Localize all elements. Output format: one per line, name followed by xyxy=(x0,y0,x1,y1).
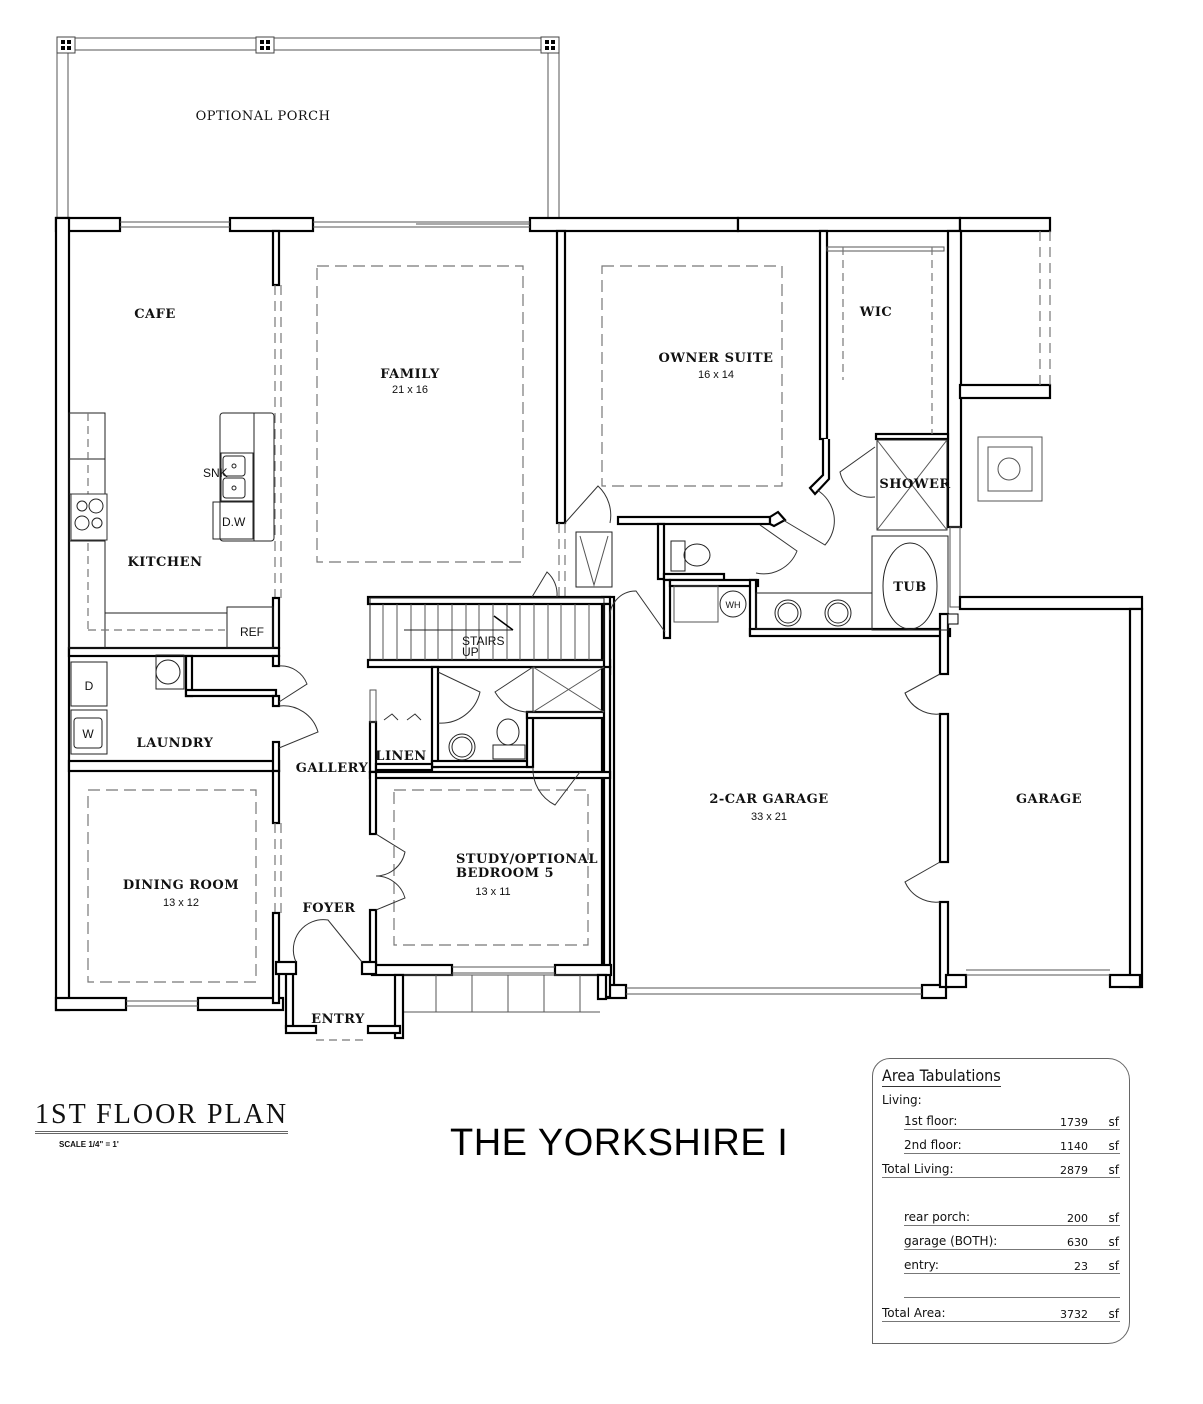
area-row-label: 1st floor: xyxy=(904,1114,958,1128)
area-row-unit: sf xyxy=(1108,1163,1119,1177)
area-row-value: 1739 xyxy=(1060,1116,1088,1129)
area-row-value: 1140 xyxy=(1060,1140,1088,1153)
room-label-gallery: GALLERY xyxy=(296,761,369,776)
column-icon xyxy=(255,36,275,54)
area-row: Total Living: 2879 sf xyxy=(882,1159,1120,1178)
area-row: 2nd floor: 1140 sf xyxy=(904,1135,1120,1154)
area-row-unit: sf xyxy=(1108,1235,1119,1249)
room-labels: CAFE FAMILY 21 x 16 OWNER SUITE 16 x 14 … xyxy=(123,305,1082,1027)
stairs-label-line1: STAIRS xyxy=(462,634,504,648)
room-label-family: FAMILY xyxy=(380,367,440,382)
room-label-entry: ENTRY xyxy=(311,1012,365,1027)
lavatory-icon xyxy=(448,733,476,761)
column-icon xyxy=(56,36,76,54)
area-row: 1st floor: 1739 sf xyxy=(904,1111,1120,1130)
room-label-kitchen: KITCHEN xyxy=(128,555,203,570)
dishwasher-label: D.W xyxy=(222,515,246,529)
room-dims-study: 13 x 11 xyxy=(475,886,510,898)
project-name: THE YORKSHIRE I xyxy=(450,1122,789,1164)
area-row-label: Total Area: xyxy=(882,1306,946,1320)
room-dims-owner-suite: 16 x 14 xyxy=(698,369,734,381)
optional-porch: OPTIONAL PORCH xyxy=(56,36,560,218)
area-row-unit: sf xyxy=(1108,1259,1119,1273)
toilet-icon xyxy=(492,718,526,760)
area-row-value: 630 xyxy=(1067,1236,1088,1249)
area-tabulations-box: Area Tabulations Living: 1st floor: 1739… xyxy=(872,1058,1130,1344)
area-row-value: 2879 xyxy=(1060,1164,1088,1177)
water-heater-label: WH xyxy=(726,600,741,610)
area-row-label: rear porch: xyxy=(904,1210,971,1224)
room-label-owner-suite: OWNER SUITE xyxy=(659,351,774,366)
area-row-value: 200 xyxy=(1067,1212,1088,1225)
ac-unit-icon xyxy=(977,436,1043,502)
area-row-unit: sf xyxy=(1108,1115,1119,1129)
area-row-label: 2nd floor: xyxy=(904,1138,962,1152)
lavatory-icon xyxy=(774,599,802,627)
plan-scale: SCALE 1/4" = 1' xyxy=(59,1140,119,1149)
room-label-dining-room: DINING ROOM xyxy=(123,878,239,893)
living-heading: Living: xyxy=(882,1093,922,1107)
room-label-garage: GARAGE xyxy=(1016,792,1082,807)
sink-icon xyxy=(220,452,254,502)
tub-icon xyxy=(882,542,938,630)
area-row-blank xyxy=(904,1279,1120,1298)
area-row: entry: 23 sf xyxy=(904,1255,1120,1274)
room-label-laundry: LAUNDRY xyxy=(137,736,214,751)
cooktop-icon xyxy=(70,493,108,541)
laundry-fixtures: D W xyxy=(70,654,185,755)
room-label-optional-porch: OPTIONAL PORCH xyxy=(196,109,331,124)
room-label-foyer: FOYER xyxy=(302,901,355,916)
plan-title-block: 1ST FLOOR PLAN SCALE 1/4" = 1' xyxy=(35,1100,289,1149)
area-row-unit: sf xyxy=(1108,1211,1119,1225)
area-row: garage (BOTH): 630 sf xyxy=(904,1231,1120,1250)
utility-sink-icon xyxy=(155,654,185,690)
room-label-study-line1: STUDY/OPTIONAL xyxy=(456,852,598,867)
dryer-label: D xyxy=(85,679,94,693)
ref-label: REF xyxy=(240,625,264,639)
area-row-total: Total Area: 3732 sf xyxy=(882,1303,1120,1322)
room-label-study-line2: BEDROOM 5 xyxy=(456,866,554,881)
stairs: STAIRS UP xyxy=(369,597,605,661)
area-row-label: Total Living: xyxy=(882,1162,954,1176)
area-row-label: entry: xyxy=(904,1258,939,1272)
room-label-2-car-garage: 2-CAR GARAGE xyxy=(709,792,828,807)
stairs-label-line2: UP xyxy=(462,645,479,659)
area-row-value: 3732 xyxy=(1060,1308,1088,1321)
washer-label: W xyxy=(82,727,94,741)
owner-bath-fixtures: WH xyxy=(575,246,1043,631)
room-label-shower: SHOWER xyxy=(879,477,950,492)
area-row-label: garage (BOTH): xyxy=(904,1234,998,1248)
kitchen-fixtures: REF SNK D.W xyxy=(68,412,275,649)
lavatory-icon xyxy=(824,599,852,627)
area-row: rear porch: 200 sf xyxy=(904,1207,1120,1226)
room-label-cafe: CAFE xyxy=(134,307,176,322)
area-tabulations-title: Area Tabulations xyxy=(882,1066,1001,1087)
room-label-tub: TUB xyxy=(893,580,927,595)
water-heater-icon: WH xyxy=(719,590,747,618)
toilet-icon xyxy=(670,540,711,572)
hall-bath-fixtures xyxy=(448,666,605,761)
plan-title: 1ST FLOOR PLAN xyxy=(35,1100,289,1134)
room-dims-dining-room: 13 x 12 xyxy=(163,897,199,909)
room-outlines xyxy=(87,265,783,983)
area-row-unit: sf xyxy=(1108,1139,1119,1153)
area-row-value: 23 xyxy=(1074,1260,1088,1273)
sink-label: SNK xyxy=(203,466,228,480)
door-swings xyxy=(278,446,941,963)
room-dims-family: 21 x 16 xyxy=(392,384,428,396)
column-icon xyxy=(540,36,560,54)
room-label-wic: WIC xyxy=(859,305,893,320)
room-dims-2-car-garage: 33 x 21 xyxy=(751,811,787,823)
walls xyxy=(54,216,1144,1041)
room-label-linen: LINEN xyxy=(375,749,426,764)
area-row-unit: sf xyxy=(1108,1307,1119,1321)
